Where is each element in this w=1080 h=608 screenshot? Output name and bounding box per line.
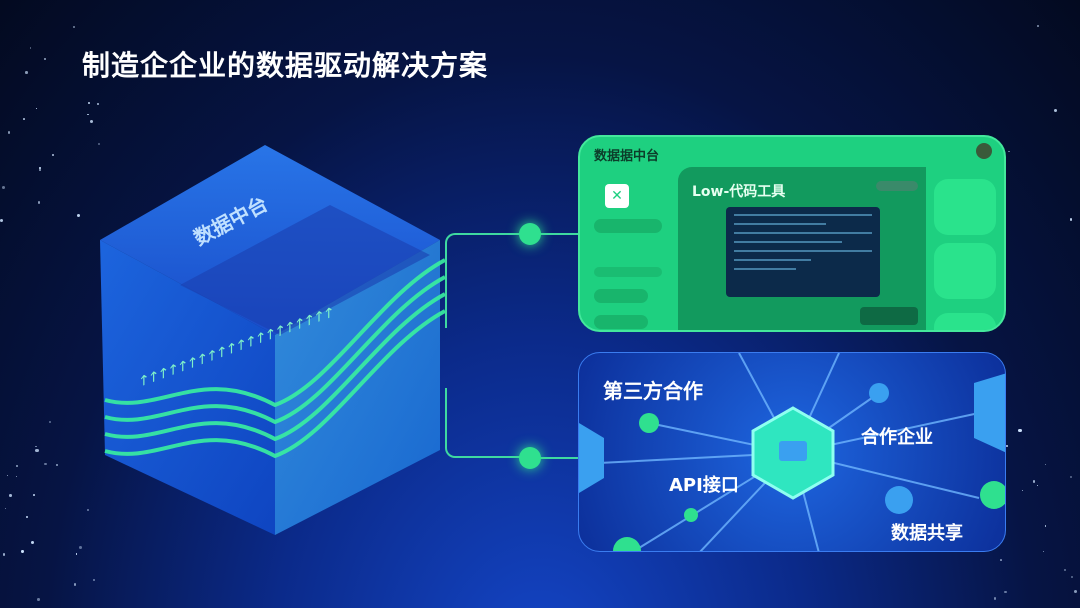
star-dot (48, 420, 52, 424)
star-dot (1008, 150, 1010, 152)
connector-h1 (530, 233, 578, 235)
star-dot (96, 103, 99, 106)
star-dot (92, 579, 95, 582)
platform-panel: 数据据中台 ✕ Low-代码工具 (578, 135, 1006, 332)
label-api: API接口 (669, 475, 739, 496)
star-dot (1036, 24, 1039, 27)
star-dot (89, 119, 94, 124)
star-dot (25, 515, 28, 519)
star-dot (97, 142, 101, 146)
star-dot (39, 167, 41, 170)
more-icon-button[interactable] (934, 313, 996, 330)
star-dot (1006, 445, 1009, 448)
page-title: 制造企企业的数据驱动解决方案 (82, 49, 489, 82)
document-icon-button[interactable] (934, 179, 996, 235)
star-dot (35, 445, 37, 448)
tool-button[interactable] (876, 181, 918, 191)
star-dot (1073, 590, 1077, 594)
star-dot (0, 218, 4, 223)
connector-top (445, 233, 530, 328)
node-top (519, 223, 541, 245)
panel-header: 数据据中台 (594, 149, 660, 164)
star-dot (1033, 480, 1036, 483)
star-dot (1064, 569, 1066, 571)
star-dot (87, 113, 89, 116)
star-dot (1036, 484, 1038, 486)
star-dot (1043, 551, 1045, 553)
label-data-sharing: 数据共享 (891, 523, 963, 544)
star-dot (1018, 429, 1022, 433)
star-dot (75, 552, 78, 555)
star-dot (1004, 590, 1007, 594)
star-dot (37, 201, 41, 204)
star-dot (36, 598, 40, 601)
star-dot (87, 102, 90, 104)
label-partner-companies: 合作企业 (861, 427, 933, 448)
star-dot (39, 168, 42, 171)
star-dot (21, 550, 24, 553)
sidebar-item[interactable] (594, 219, 662, 233)
sidebar-item[interactable] (594, 289, 648, 303)
star-dot (1069, 475, 1073, 479)
star-dot (86, 509, 89, 512)
star-dot (32, 494, 35, 497)
sidebar-item[interactable] (594, 267, 662, 277)
connector-bottom (445, 388, 530, 458)
monitor-icon (779, 441, 807, 461)
star-dot (15, 475, 18, 478)
code-editor[interactable] (726, 207, 880, 297)
star-dot (35, 448, 39, 452)
tool-workspace: Low-代码工具 (678, 167, 926, 330)
star-dot (29, 47, 31, 49)
star-dot (1044, 464, 1047, 466)
star-dot (9, 494, 12, 497)
run-button[interactable] (860, 307, 918, 325)
avatar[interactable] (976, 143, 992, 159)
star-dot (7, 130, 11, 134)
star-dot (30, 540, 34, 545)
star-dot (1070, 575, 1074, 578)
sidebar-item[interactable] (594, 315, 648, 329)
star-dot (56, 463, 59, 466)
star-dot (1044, 525, 1047, 527)
network-graphic (579, 353, 1005, 551)
star-dot (23, 118, 25, 120)
star-dot (44, 57, 47, 60)
star-dot (2, 553, 5, 556)
star-dot (72, 25, 76, 29)
app-logo-icon: ✕ (605, 184, 629, 208)
star-dot (999, 559, 1002, 561)
star-dot (78, 546, 82, 550)
partner-title: 第三方合作 (603, 379, 703, 403)
star-dot (5, 507, 7, 510)
star-dot (2, 186, 6, 190)
node-bottom (519, 447, 541, 469)
star-dot (1021, 490, 1024, 492)
connector-h2 (530, 457, 578, 459)
star-dot (73, 583, 77, 586)
star-dot (6, 474, 8, 476)
partner-panel: 第三方合作 合作企业 API接口 数据共享 (578, 352, 1006, 552)
star-dot (35, 108, 38, 110)
star-dot (43, 462, 47, 466)
star-dot (1069, 217, 1073, 221)
star-dot (51, 154, 54, 157)
star-dot (1053, 108, 1058, 112)
monitor-icon-button[interactable] (934, 243, 996, 299)
tool-title: Low-代码工具 (692, 184, 786, 200)
data-platform-cube: 数据中台 ↑↑↑↑↑↑↑↑↑↑↑↑↑↑↑↑↑↑↑↑ (100, 145, 450, 535)
star-dot (16, 465, 19, 468)
star-dot (76, 213, 80, 217)
star-dot (993, 597, 996, 600)
star-dot (25, 71, 28, 74)
